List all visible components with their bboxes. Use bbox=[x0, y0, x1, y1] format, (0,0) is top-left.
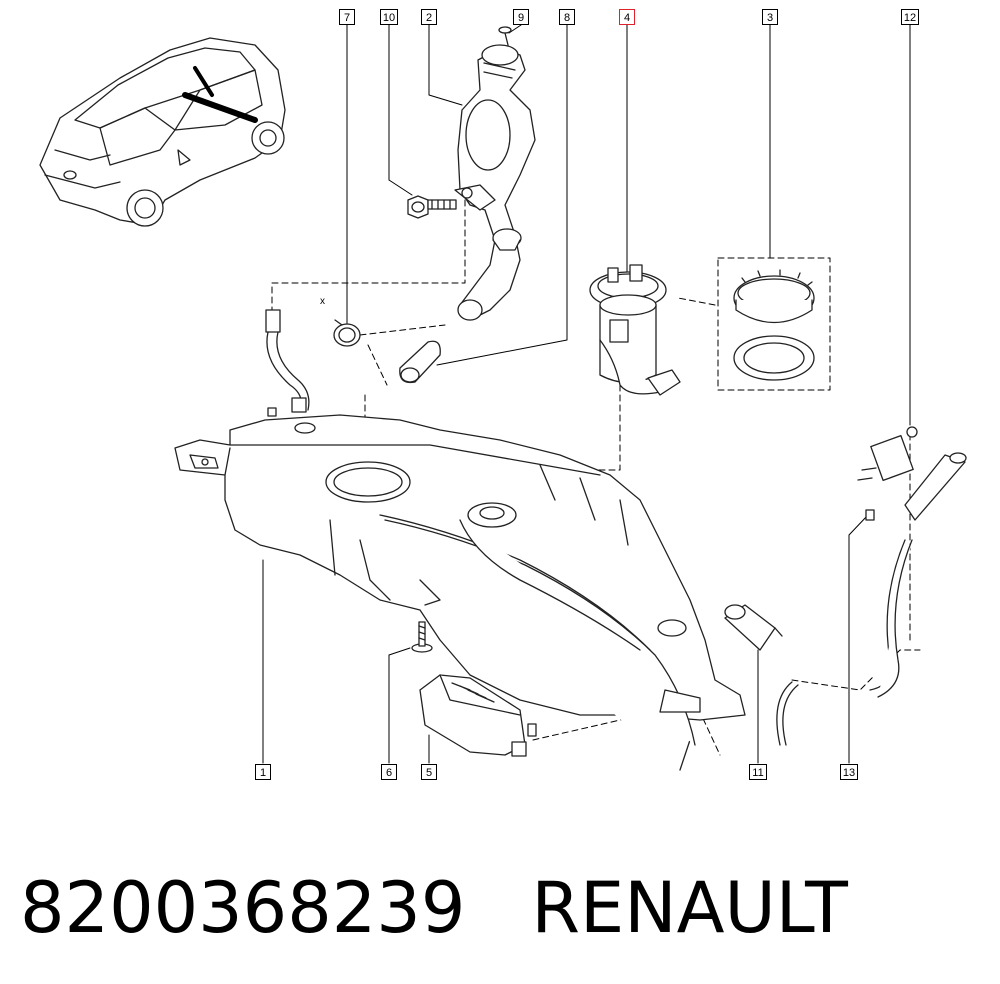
canister-part-5 bbox=[419, 674, 537, 757]
brand-name: RENAULT bbox=[531, 867, 848, 949]
part-caption: 8200368239 RENAULT bbox=[20, 858, 848, 958]
x-mark: x bbox=[320, 296, 325, 307]
part-number: 8200368239 bbox=[20, 867, 466, 949]
callout-part-10: 10 bbox=[380, 9, 398, 25]
callout-part-6: 6 bbox=[381, 764, 397, 780]
hose-part-8 bbox=[399, 340, 441, 384]
callout-part-13: 13 bbox=[840, 764, 858, 780]
filler-neck bbox=[454, 44, 536, 321]
callout-part-7: 7 bbox=[339, 9, 355, 25]
screw-part-6 bbox=[411, 621, 433, 653]
callout-part-3: 3 bbox=[762, 9, 778, 25]
sensor-part-12 bbox=[857, 426, 967, 698]
fuel-system-diagram bbox=[39, 24, 967, 771]
fuel-pump-part-4 bbox=[589, 264, 681, 396]
bolt-part-10 bbox=[407, 195, 457, 219]
hose-clip-part-7 bbox=[333, 319, 361, 347]
callout-part-2: 2 bbox=[421, 9, 437, 25]
callout-part-5: 5 bbox=[421, 764, 437, 780]
screw-part-9 bbox=[498, 26, 512, 46]
callout-part-4: 4 bbox=[619, 9, 635, 25]
callout-part-1: 1 bbox=[255, 764, 271, 780]
lock-ring-part-3 bbox=[733, 269, 815, 381]
callout-part-12: 12 bbox=[901, 9, 919, 25]
callout-part-11: 11 bbox=[749, 764, 767, 780]
callout-part-9: 9 bbox=[513, 9, 529, 25]
fuel-filter-part-11 bbox=[724, 604, 799, 746]
fuel-tank-part-1 bbox=[174, 414, 746, 771]
leader-lines bbox=[262, 24, 911, 764]
car-illustration bbox=[39, 37, 286, 227]
breather-pipe bbox=[265, 309, 310, 417]
callout-part-8: 8 bbox=[559, 9, 575, 25]
